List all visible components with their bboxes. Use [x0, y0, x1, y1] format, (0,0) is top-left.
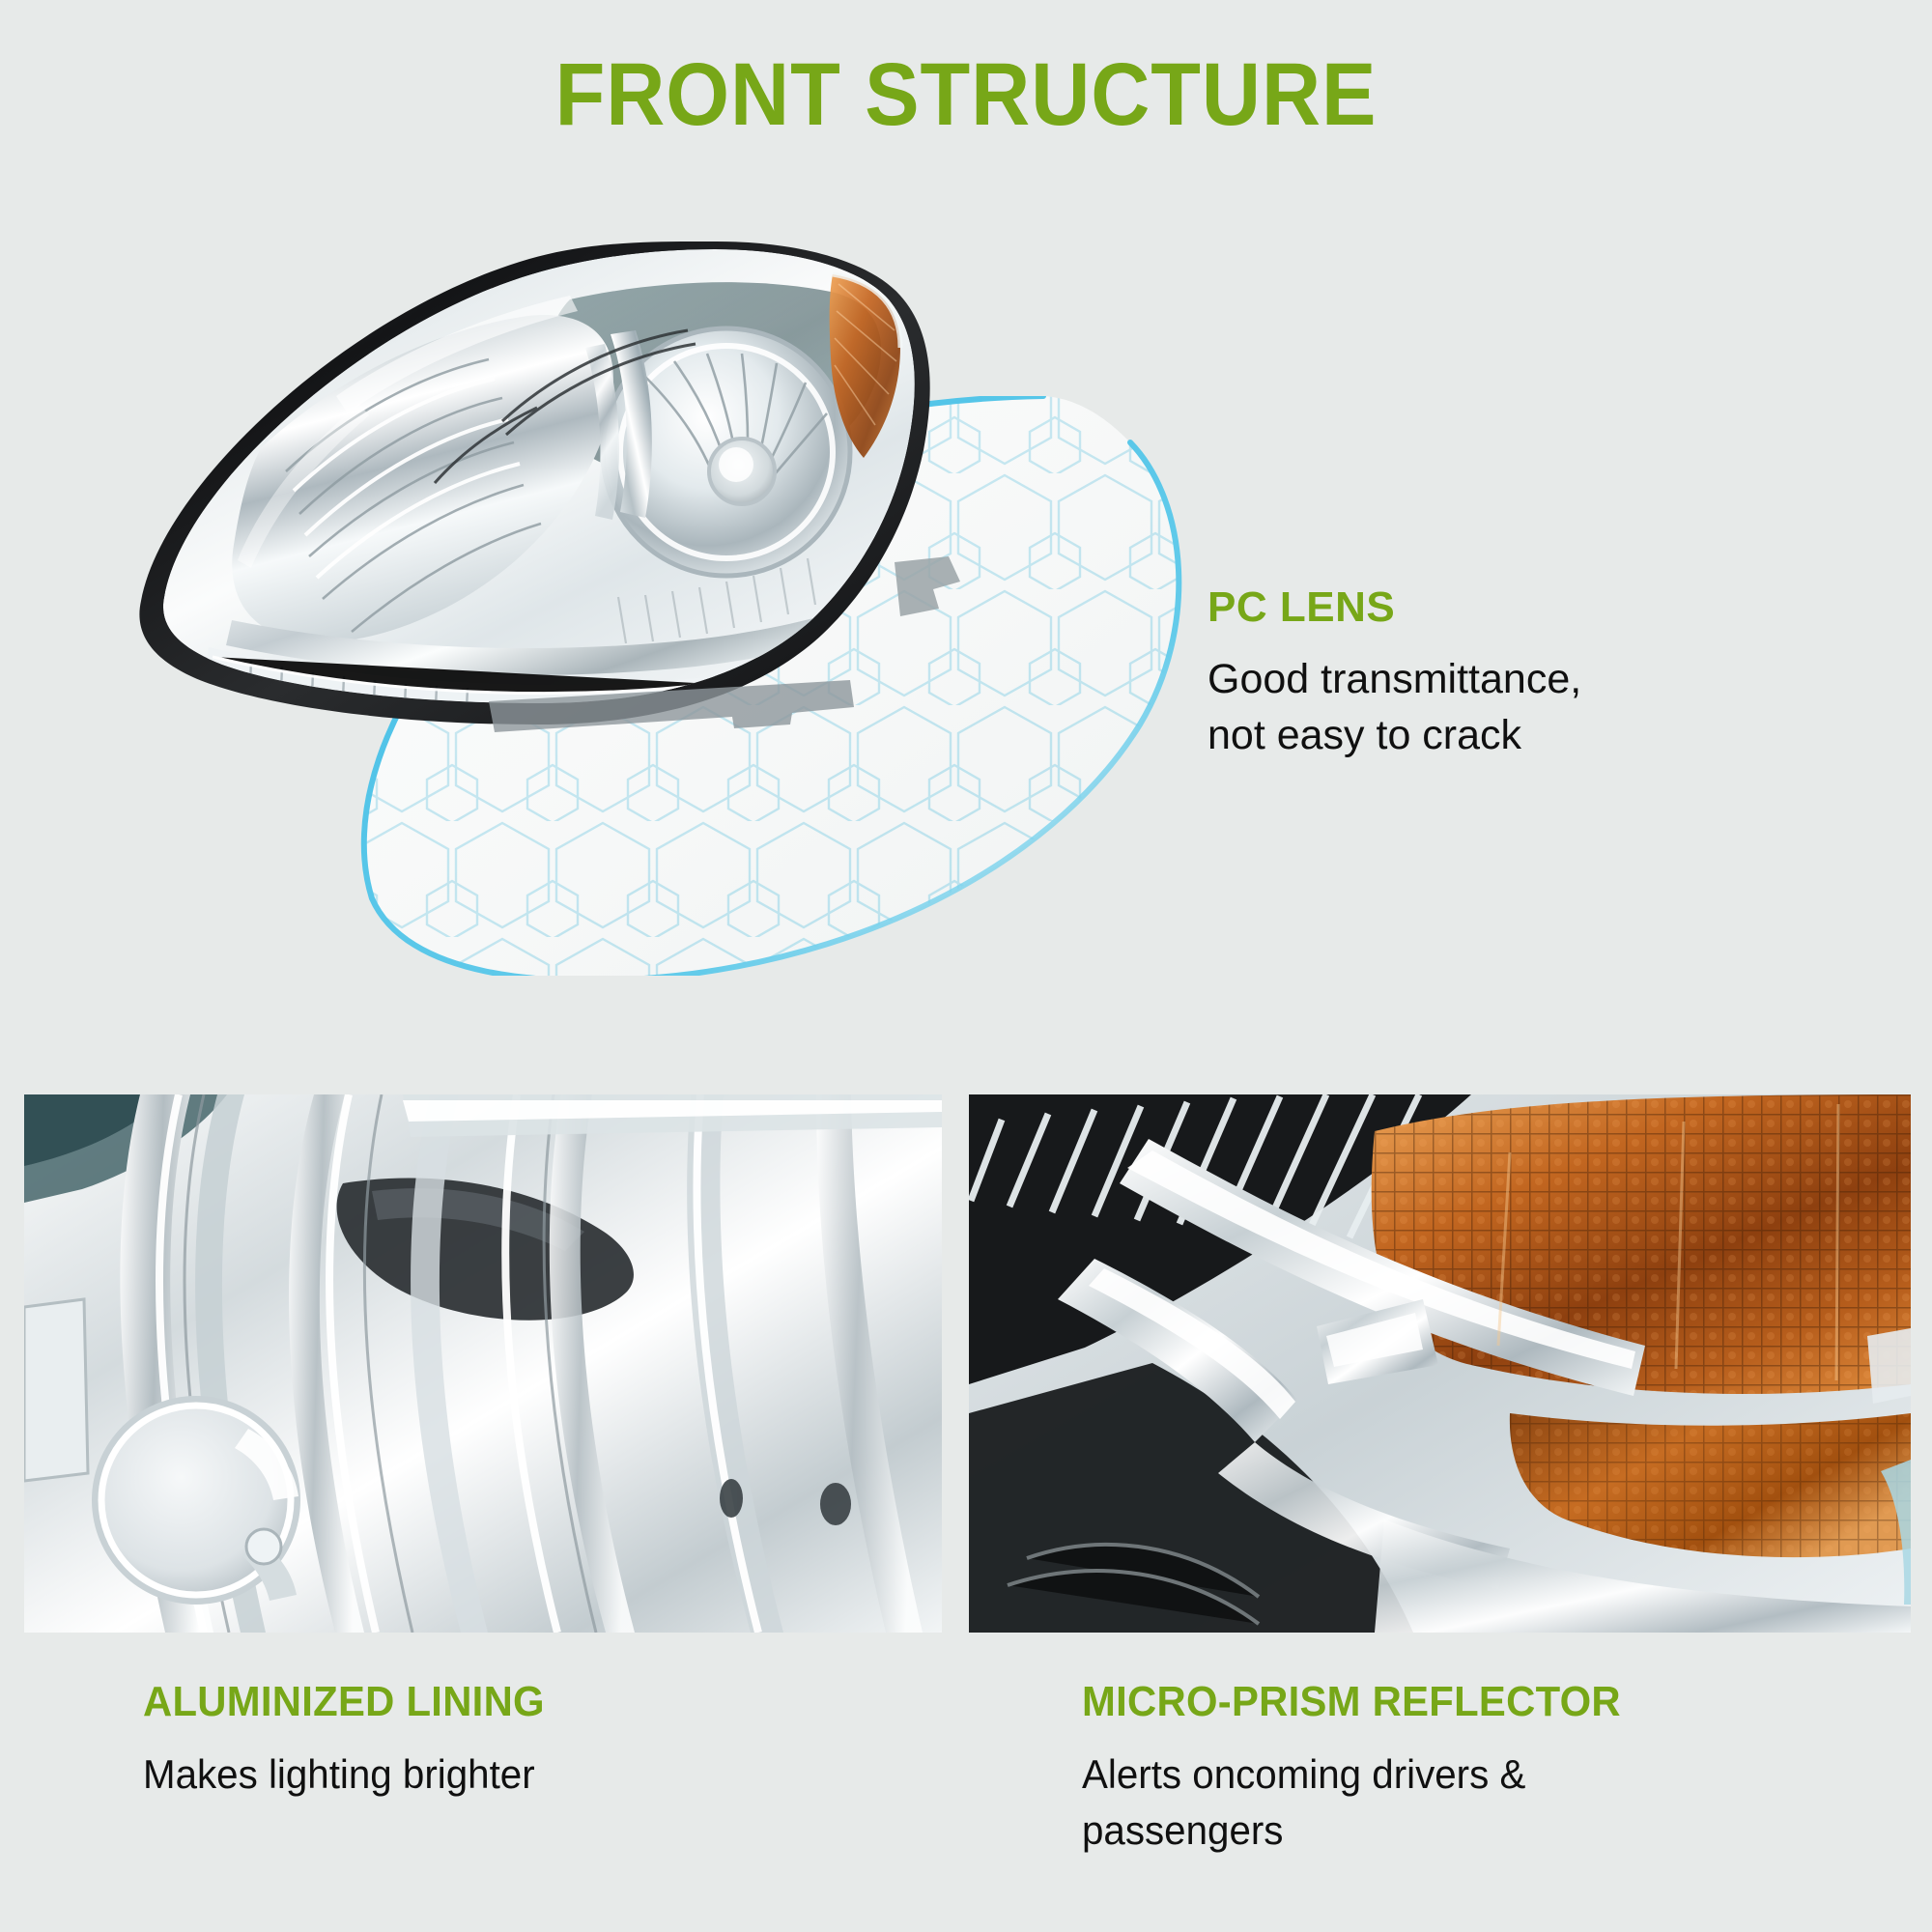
clear-lens-sliver	[1881, 1460, 1911, 1605]
micro-prism-reflector-closeup-image	[969, 1094, 1911, 1633]
bulb-socket-opening	[92, 1396, 300, 1605]
chrome-divider-blades	[585, 330, 652, 520]
caption-title: ALUMINIZED LINING	[143, 1678, 545, 1725]
caption-micro-prism-reflector: MICRO-PRISM REFLECTOR Alerts oncoming dr…	[1082, 1678, 1874, 1858]
caption-description: Alerts oncoming drivers & passengers	[1082, 1747, 1842, 1857]
page-title: FRONT STRUCTURE	[554, 45, 1378, 144]
mounting-tab	[895, 556, 960, 616]
chrome-eyebrow-trim	[226, 582, 912, 675]
prism-highlight-lines	[1496, 1103, 1840, 1381]
caption-aluminized-lining: ALUMINIZED LINING Makes lighting brighte…	[143, 1678, 896, 1803]
headlight-assembly-image	[139, 242, 960, 732]
lower-mounting-bracket	[489, 680, 854, 732]
feature-description-line-1: Good transmittance,	[1208, 656, 1582, 703]
panel-aluminized-lining	[24, 1094, 942, 1633]
caption-description-line-1: Makes lighting brighter	[143, 1751, 535, 1798]
lens-etched-ribs	[616, 557, 817, 644]
fastener-marks	[720, 1479, 851, 1525]
chrome-blade-primary	[1120, 1139, 1645, 1396]
caption-description-line-2: passengers	[1082, 1806, 1284, 1853]
amber-turn-signal-section	[829, 271, 903, 458]
headlight-lens-body	[163, 249, 915, 703]
chrome-wedge	[1317, 1299, 1438, 1384]
feature-title: PC LENS	[1208, 583, 1396, 631]
chrome-blade-lower	[1375, 1520, 1911, 1633]
feature-description: Good transmittance, not easy to crack	[1208, 652, 1748, 763]
aluminized-lining-closeup-image	[24, 1094, 942, 1633]
panel-micro-prism-reflector	[969, 1094, 1911, 1633]
projector-lamp-unit	[600, 326, 853, 579]
hero-section: PC LENS Good transmittance, not easy to …	[0, 203, 1932, 1072]
hero-product-figure	[116, 242, 1208, 1043]
feature-callout-pc-lens: PC LENS Good transmittance, not easy to …	[1208, 583, 1748, 764]
caption-title: MICRO-PRISM REFLECTOR	[1082, 1678, 1621, 1725]
feature-description-line-2: not easy to crack	[1208, 712, 1522, 758]
caption-description-line-1: Alerts oncoming drivers &	[1082, 1751, 1526, 1798]
amber-prism-panel-lower	[1509, 1413, 1911, 1558]
detail-panels	[0, 1094, 1932, 1635]
wire-harness	[433, 328, 696, 484]
specular-highlights	[238, 296, 578, 568]
caption-description: Makes lighting brighter	[143, 1747, 867, 1802]
